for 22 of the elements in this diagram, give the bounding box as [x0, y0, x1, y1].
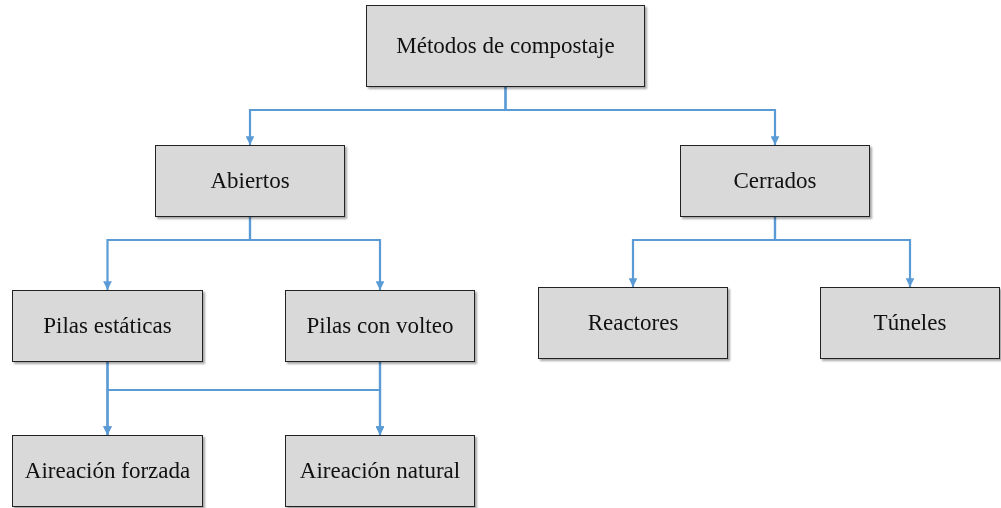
- node-label: Aireación forzada: [23, 457, 192, 486]
- process-box: [12, 290, 203, 362]
- node-label: Abiertos: [209, 167, 291, 196]
- process-box: [155, 145, 345, 217]
- node-label: Métodos de compostaje: [395, 32, 616, 61]
- arrow: [375, 362, 385, 435]
- process-box: [12, 435, 203, 507]
- process-box: [285, 290, 475, 362]
- node-label: Pilas con volteo: [305, 312, 455, 341]
- arrow: [504, 87, 780, 145]
- node-label: Pilas estáticas: [42, 312, 173, 341]
- arrow: [248, 217, 385, 290]
- node-label: Aireación natural: [298, 457, 462, 486]
- node-label: Reactores: [586, 309, 680, 338]
- process-box: [680, 145, 870, 217]
- node-label: Túneles: [872, 309, 948, 338]
- process-box: [285, 435, 475, 507]
- process-box: [366, 5, 645, 87]
- process-box: [820, 287, 1000, 359]
- process-box: [538, 287, 728, 359]
- arrow: [773, 217, 915, 287]
- node-label: Cerrados: [732, 167, 818, 196]
